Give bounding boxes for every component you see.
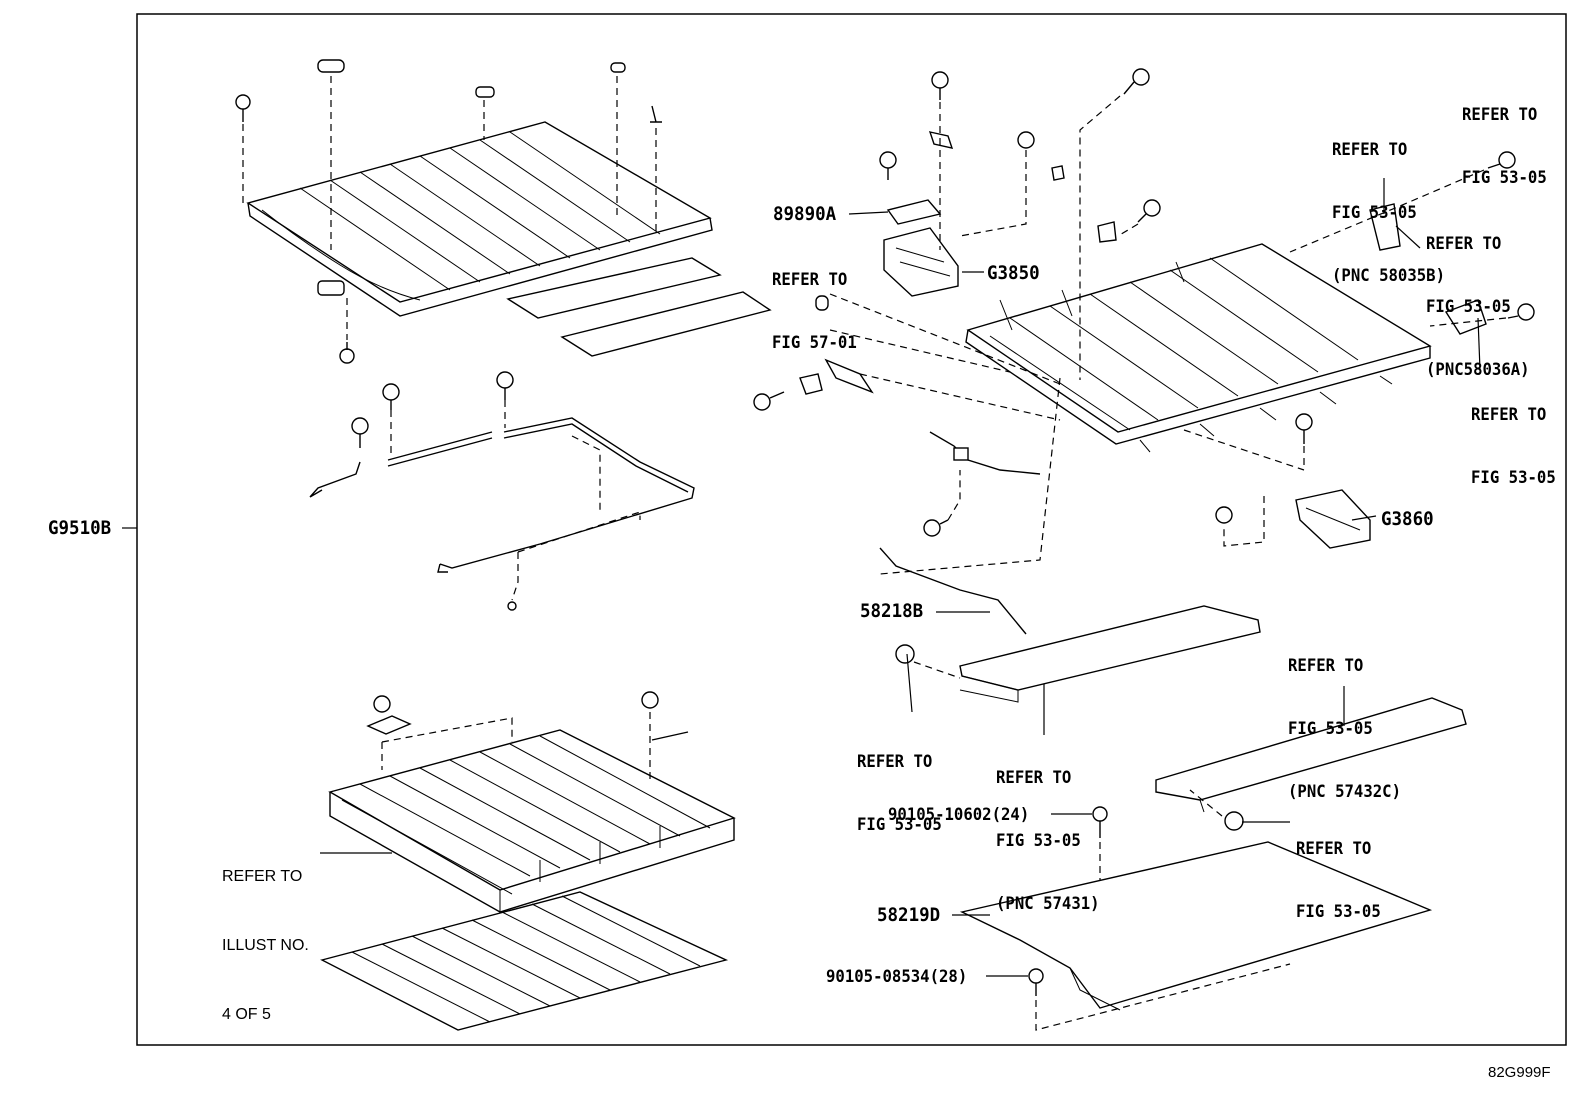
ref-line-2: FIG 53-05 [1296,902,1381,922]
cover-pads [317,59,626,296]
ref-illust-4-of-5[interactable]: REFER TO ILLUST NO. 4 OF 5 [222,819,309,1049]
ref-line-1: REFER TO [1296,839,1372,859]
label-bolt-08534[interactable]: 90105-08534(28) [826,967,968,987]
battery-module-stack[interactable] [328,729,736,913]
leader-lines [122,178,1481,977]
ref-pnc-58035b[interactable]: REFER TO FIG 53-05 (PNC 58035B) [1332,98,1445,308]
ref-line-2: FIG 53-05 [1288,719,1373,739]
cover-dash-lines [242,76,657,340]
ref-line-1: REFER TO [772,270,848,290]
ref-pnc-57432c[interactable]: REFER TO FIG 53-05 (PNC 57432C) [1288,614,1401,824]
ref-line-2: FIG 53-05 [1332,203,1417,223]
ref-top-right[interactable]: REFER TO FIG 53-05 [1462,63,1547,210]
ref-line-2: FIG 53-05 [996,831,1081,851]
ref-line-3: (PNC58036A) [1426,360,1530,380]
ref-line-1: REFER TO [1426,234,1502,254]
grommet-57-01 [815,295,829,311]
ref-line-3: 4 OF 5 [222,1006,271,1023]
ref-line-1: REFER TO [1462,105,1538,125]
illustration-code: 82G999F [1488,1064,1551,1081]
diagram-frame [136,13,1567,1046]
ref-line-3: (PNC 57431) [996,894,1100,914]
wire-harness-mid [929,431,1041,475]
undercover-bolts [1028,806,1291,1031]
insulator-sheets [506,257,772,357]
label-g3850[interactable]: G3850 [987,262,1040,284]
module-dash-lines [381,712,651,780]
part-g3860[interactable] [1295,489,1371,549]
label-g9510b[interactable]: G9510B [48,517,112,539]
ref-line-2: ILLUST NO. [222,937,309,954]
ref-line-2: FIG 57-01 [772,333,857,353]
label-bolt-10602[interactable]: 90105-10602(24) [888,805,1030,825]
part-89890a[interactable] [886,199,942,225]
ref-line-1: REFER TO [1332,140,1408,160]
module-tray[interactable] [320,891,729,1031]
battery-frame[interactable] [965,243,1432,453]
ref-line-3: (PNC 57432C) [1288,782,1402,802]
part-58218b[interactable] [879,547,1027,635]
left-frame-dash-lines [390,400,641,601]
frame-brackets [1051,165,1487,335]
left-frame-nuts [351,371,517,611]
frame-bolts [753,68,1535,537]
cross-member-57431[interactable] [959,605,1261,703]
label-58219d[interactable]: 58219D [877,904,941,926]
ref-left-bushing[interactable]: REFER TO FIG 53-05 [857,710,942,857]
left-harness-frame[interactable] [309,417,695,573]
ref-line-2: FIG 53-05 [1426,297,1511,317]
ref-line-2: FIG 53-05 [857,815,942,835]
label-89890a[interactable]: 89890A [773,203,837,225]
label-g3860[interactable]: G3860 [1381,508,1434,530]
part-g3850[interactable] [883,227,959,297]
cross-member-57432c[interactable] [1155,697,1467,813]
module-nuts [366,691,689,741]
bracket-small [928,131,954,149]
cover-bolts [235,94,662,364]
label-58218b[interactable]: 58218B [860,600,924,622]
ref-fig-57-01[interactable]: REFER TO FIG 57-01 [772,228,857,375]
ref-right-bushing[interactable]: REFER TO FIG 53-05 [1296,797,1381,944]
ref-line-2: FIG 53-05 [1471,468,1556,488]
ref-line-1: REFER TO [996,768,1072,788]
ref-pnc-57431[interactable]: REFER TO FIG 53-05 (PNC 57431) [996,726,1100,936]
ref-line-1: REFER TO [1288,656,1364,676]
ref-line-3: (PNC 58035B) [1332,266,1446,286]
ref-line-1: REFER TO [1471,405,1547,425]
ref-line-2: FIG 53-05 [1462,168,1547,188]
bushings [895,644,1244,831]
part-58219d[interactable] [959,841,1433,1011]
frame-dash-lines [829,95,1507,575]
ref-right-mid[interactable]: REFER TO FIG 53-05 [1471,363,1556,510]
battery-upper-cover[interactable] [246,121,713,317]
left-connector [799,358,874,395]
ref-pnc-58036a[interactable]: REFER TO FIG 53-05 (PNC58036A) [1426,192,1530,402]
ref-line-1: REFER TO [857,752,933,772]
ref-line-1: REFER TO [222,868,303,885]
